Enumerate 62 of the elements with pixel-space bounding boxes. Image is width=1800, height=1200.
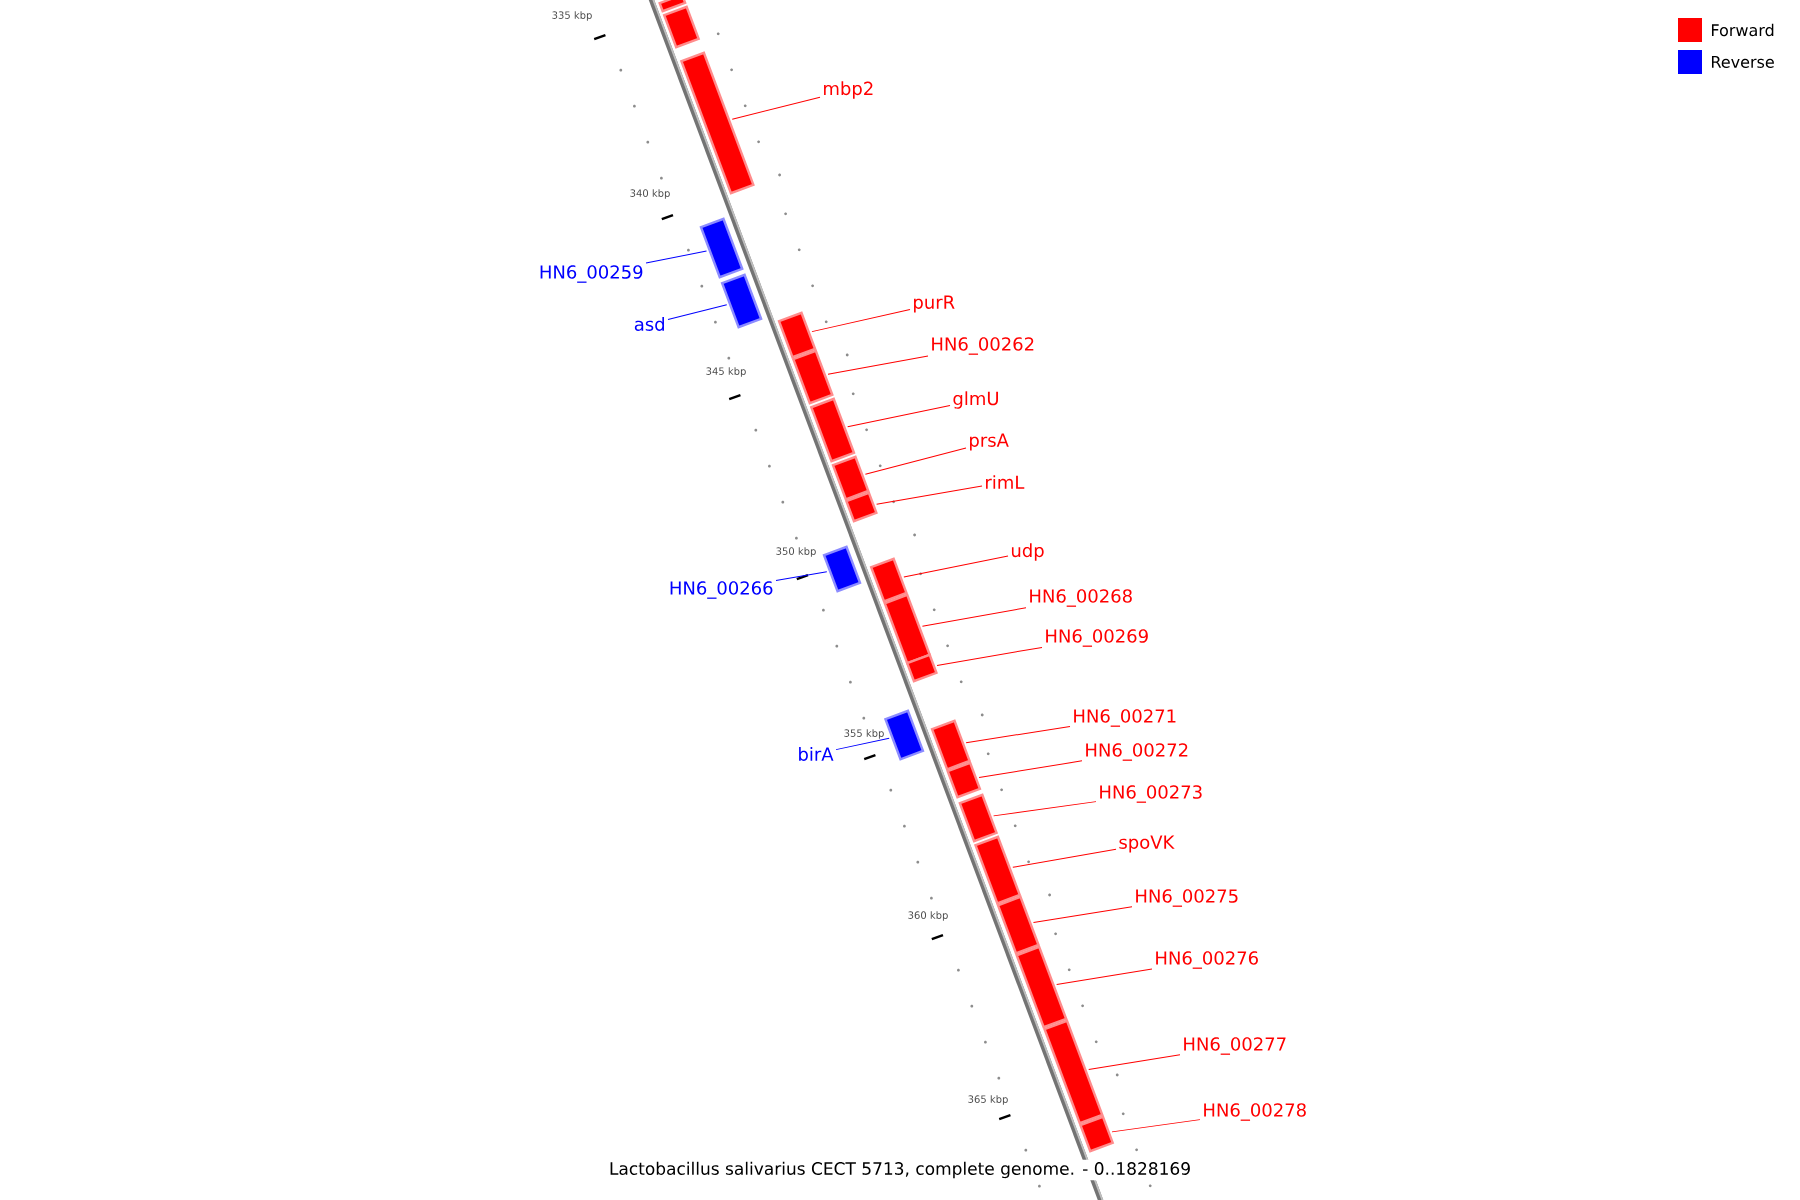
gene-label: HN6_00277 (1184, 1037, 1286, 1055)
leader-line (731, 96, 821, 120)
leader-line (667, 304, 728, 320)
gene-label: HN6_00271 (1074, 709, 1176, 727)
leader-line (1033, 906, 1133, 924)
gene-bar (996, 895, 1040, 955)
leader-line (936, 646, 1043, 666)
gene-bar (822, 545, 862, 593)
gene-bar (1043, 1019, 1104, 1125)
leader-line (1088, 1054, 1181, 1071)
gene-label: HN6_00275 (1136, 889, 1238, 907)
gene-label: HN6_00273 (1100, 785, 1202, 803)
leader-line (1012, 848, 1117, 868)
gene-label: HN6_00266 (670, 581, 773, 599)
leader-line (827, 355, 929, 375)
gene-bar (844, 491, 878, 523)
gene-bar (791, 349, 834, 405)
gene-label: HN6_00262 (932, 337, 1034, 355)
gene-label: asd (634, 317, 664, 331)
gene-bar (831, 455, 870, 501)
leader-line (811, 308, 911, 333)
gene-label: birA (799, 747, 834, 761)
leader-line (921, 607, 1027, 627)
gene-label: HN6_00268 (1030, 589, 1132, 607)
gene-bar (777, 311, 817, 359)
leader-line (864, 447, 967, 475)
gene-label: purR (914, 295, 955, 313)
leader-line (645, 250, 708, 264)
leader-line (775, 571, 828, 581)
leader-line (903, 555, 1009, 578)
gene-bar (1015, 945, 1068, 1029)
gene-label: prsA (970, 433, 1009, 451)
leader-line (1111, 1119, 1201, 1133)
gene-bar (946, 761, 982, 799)
leader-line (993, 801, 1097, 817)
gene-bar (905, 653, 938, 683)
leader-line (1056, 968, 1153, 985)
gene-label: spoVK (1119, 835, 1175, 853)
legend-label: Reverse (1712, 56, 1774, 68)
legend-label: Forward (1712, 23, 1774, 37)
gene-bar (720, 273, 763, 329)
gene-label: HN6_00276 (1156, 951, 1258, 969)
gene-bar (869, 557, 908, 603)
leader-line (876, 485, 983, 505)
gene-label: HN6_00269 (1046, 629, 1148, 647)
gene-bar (883, 709, 925, 761)
gene-label: rimL (986, 475, 1025, 489)
gene-bar (809, 397, 856, 463)
leader-line (847, 404, 951, 428)
gene-label: HN6_00259 (540, 265, 643, 283)
gene-label: mbp2 (824, 81, 873, 99)
leader-line (835, 737, 890, 751)
leader-line (978, 760, 1083, 779)
caption: Lactobacillus salivarius CECT 5713, complete genome. - 0..1828169 (606, 1159, 1194, 1181)
gene-bar (679, 51, 755, 195)
gene-label: udp (1011, 543, 1044, 561)
gene-label: HN6_00278 (1204, 1103, 1306, 1121)
gene-label: HN6_00272 (1086, 743, 1188, 761)
gene-bar (699, 217, 744, 279)
gene-bar (658, 0, 687, 13)
gene-label: glmU (953, 391, 998, 409)
leader-line (965, 726, 1071, 744)
